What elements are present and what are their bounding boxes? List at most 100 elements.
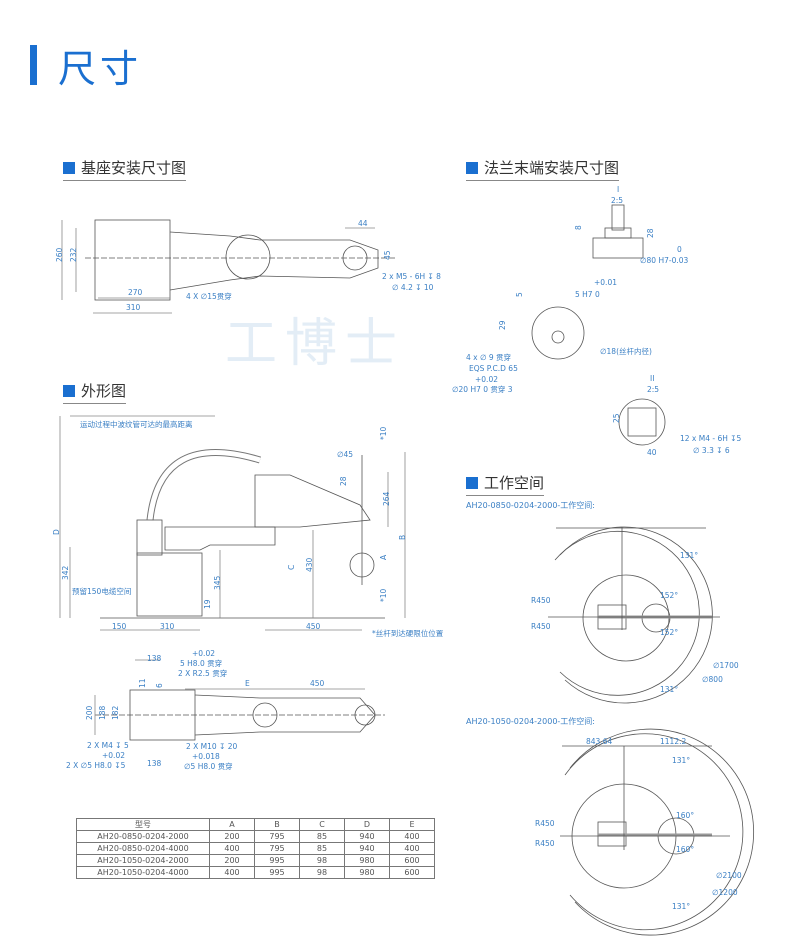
dim-label: 345 <box>213 575 222 590</box>
section-marker <box>466 161 478 174</box>
table-cell: 85 <box>299 842 345 855</box>
table-cell: 400 <box>209 866 255 879</box>
dim-label: +0.01 <box>594 278 617 287</box>
table-cell: 795 <box>254 842 300 855</box>
dim-label: R450 <box>535 819 555 828</box>
dim-label: 450 <box>306 622 321 631</box>
workspace-1-drawing <box>548 526 720 704</box>
dim-label: 2:5 <box>647 385 660 394</box>
dim-label: R450 <box>531 596 551 605</box>
dim-label: ∅800 <box>702 675 723 684</box>
flange-drawing <box>531 204 666 446</box>
dim-label: 2 x M5 - 6H ↧ 8 <box>382 272 441 281</box>
dim-label: 45 <box>383 250 392 260</box>
section-label: 基座安装尺寸图 <box>81 159 187 177</box>
table-cell: 600 <box>389 854 435 867</box>
dim-label: 260 <box>55 247 64 262</box>
section-workspace-heading: 工作空间 <box>466 472 545 496</box>
section-label: 外形图 <box>81 382 127 400</box>
table-cell: 940 <box>344 830 390 843</box>
dim-label: 0 <box>677 245 682 254</box>
section-label: 工作空间 <box>484 474 545 492</box>
table-cell: 400 <box>389 842 435 855</box>
dim-label: 2 X ∅5 H8.0 ↧5 <box>66 761 126 770</box>
dim-label: 2 X M10 ↧ 20 <box>186 742 238 751</box>
dim-label: 450 <box>310 679 325 688</box>
dim-label: 4 X ∅15贯穿 <box>186 292 232 301</box>
table-cell: AH20-1050-0204-4000 <box>76 866 210 879</box>
section-marker <box>63 384 75 397</box>
dim-label: 2 X R2.5 贯穿 <box>178 669 228 678</box>
dim-label: 19 <box>203 599 212 609</box>
dim-label: ∅1700 <box>713 661 739 670</box>
dim-label: 4 x ∅ 9 贯穿 <box>466 353 512 362</box>
dim-label: 5 <box>515 292 524 297</box>
header-cell: A <box>209 818 255 831</box>
dim-label: 160° <box>676 845 695 854</box>
watermark: 工博士 <box>225 314 406 374</box>
dim-label: 6 <box>155 683 164 688</box>
dim-label: 25 <box>612 413 621 423</box>
section-label: 法兰末端安装尺寸图 <box>484 159 620 177</box>
dim-label: 188 <box>98 705 107 720</box>
section-flange-heading: 法兰末端安装尺寸图 <box>466 157 620 181</box>
table-cell: 995 <box>254 866 300 879</box>
dim-label: 160° <box>676 811 695 820</box>
dim-label: 270 <box>128 288 143 297</box>
dim-label: 342 <box>61 565 70 580</box>
header-cell: B <box>254 818 300 831</box>
dim-label: 29 <box>498 320 507 330</box>
dim-label: 5 H8.0 贯穿 <box>180 659 223 668</box>
dim-label: ∅1200 <box>712 888 738 897</box>
title-accent-bar <box>30 45 37 85</box>
table-cell: 400 <box>209 842 255 855</box>
table-cell: 85 <box>299 830 345 843</box>
dim-label: 131° <box>660 685 679 694</box>
dim-label: 40 <box>647 448 657 457</box>
note-label: 运动过程中波纹管可达的最高距离 <box>80 420 193 429</box>
note-label: *丝杆到达硬限位位置 <box>372 629 444 638</box>
dim-label: 131° <box>680 551 699 560</box>
dim-label: ∅45 <box>337 450 354 459</box>
dim-label: 310 <box>160 622 175 631</box>
dim-label: ∅80 H7-0.03 <box>640 256 689 265</box>
dim-label: ∅18(丝杆内径) <box>600 347 652 356</box>
dim-label: ∅20 H7 0 贯穿 3 <box>452 385 513 394</box>
dim-label: 2:5 <box>611 196 624 205</box>
dim-label: 44 <box>358 219 368 228</box>
dim-label: 152° <box>660 628 679 637</box>
header-cell: E <box>389 818 435 831</box>
dim-label: 2 X M4 ↧ 5 <box>87 741 129 750</box>
dim-label: 150 <box>112 622 127 631</box>
dim-label: +0.02 <box>102 751 125 760</box>
dim-label: *10 <box>379 426 388 440</box>
dim-label: 182 <box>111 705 120 720</box>
dim-label: 5 H7 0 <box>575 290 600 299</box>
dim-label: R450 <box>535 839 555 848</box>
table-cell: 980 <box>344 866 390 879</box>
dim-label: A <box>379 554 388 560</box>
top-view-drawing <box>94 659 385 741</box>
dim-label: +0.018 <box>192 752 220 761</box>
header-cell: 型号 <box>76 818 210 831</box>
dim-label: C <box>287 564 296 570</box>
dim-label: E <box>245 679 250 688</box>
dim-label: 1112.2 <box>660 737 687 746</box>
dim-label: R450 <box>531 622 551 631</box>
table-header-row: 型号 A B C D E <box>76 818 435 831</box>
dim-label: +0.02 <box>192 649 215 658</box>
header-cell: D <box>344 818 390 831</box>
table-cell: 98 <box>299 854 345 867</box>
dim-label: 28 <box>646 228 655 238</box>
dim-label: 28 <box>339 476 348 486</box>
table-cell: 980 <box>344 854 390 867</box>
base-drawing <box>61 219 395 314</box>
dim-label: I <box>617 185 620 194</box>
table-cell: 600 <box>389 866 435 879</box>
